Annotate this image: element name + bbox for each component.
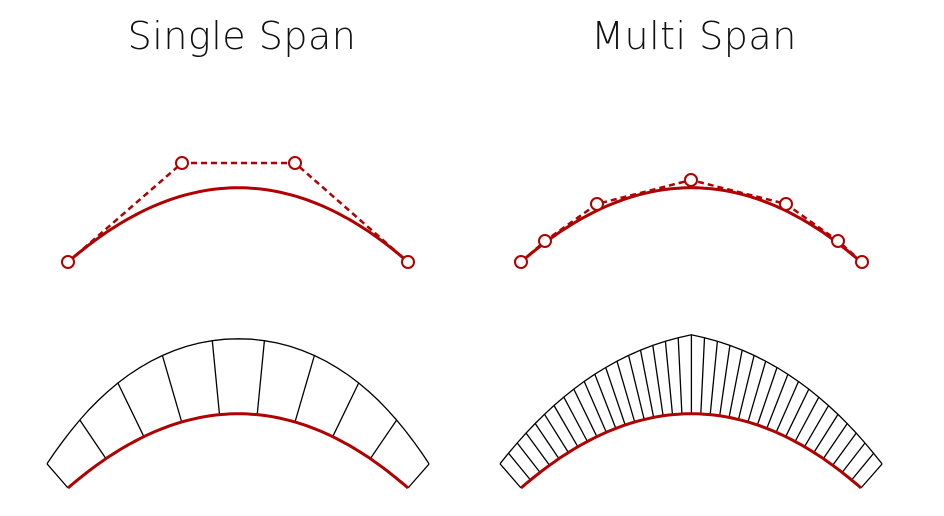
segment-divider (79, 419, 107, 460)
segment-divider (563, 396, 588, 442)
segment-divider (211, 340, 221, 415)
control-point (831, 234, 845, 248)
segment-divider (766, 374, 789, 429)
segment-divider (605, 367, 626, 426)
control-point (175, 156, 189, 170)
segment-divider (813, 414, 839, 453)
single-span-title: Single Span (127, 14, 357, 58)
segment-divider (664, 341, 674, 415)
control-point (61, 255, 75, 269)
segment-divider (499, 463, 522, 489)
segment-divider (700, 337, 706, 415)
segment-divider (709, 341, 719, 415)
outer-edge (46, 338, 430, 465)
segment-divider (616, 361, 636, 423)
segment-divider (161, 355, 183, 423)
control-point (401, 255, 415, 269)
segment-divider (627, 355, 645, 420)
segment-divider (728, 349, 743, 418)
control-point (779, 197, 793, 211)
segment-divider (594, 373, 617, 429)
segment-divider (256, 340, 266, 415)
segment-divider (294, 355, 316, 423)
segment-divider (747, 361, 767, 423)
segment-divider (534, 423, 560, 460)
segment-divider (583, 381, 607, 433)
segment-divider (407, 463, 430, 489)
segment-divider (117, 382, 145, 437)
segment-divider (803, 405, 830, 448)
segment-divider (516, 442, 541, 473)
control-point (538, 234, 552, 248)
control-point (590, 197, 604, 211)
segment-divider (794, 396, 820, 442)
control-polygon (67, 161, 409, 263)
segment-divider (737, 355, 755, 420)
curve (520, 186, 862, 264)
segment-divider (553, 405, 579, 448)
multi-span-title: Multi Span (591, 14, 797, 58)
base-curve (67, 412, 409, 490)
control-point (288, 156, 302, 170)
segment-divider (652, 345, 664, 416)
segment-divider (756, 367, 778, 426)
segment-divider (841, 442, 866, 473)
base-curve (520, 412, 862, 490)
segment-divider (369, 419, 398, 460)
segment-divider (543, 413, 569, 453)
curve (67, 186, 409, 264)
segment-divider (332, 382, 360, 437)
control-polygon (520, 178, 863, 263)
segment-divider (639, 349, 655, 418)
control-point (684, 173, 698, 187)
segment-divider (719, 345, 731, 416)
control-point (855, 255, 869, 269)
segment-divider (46, 463, 69, 489)
segment-divider (785, 388, 810, 437)
segment-divider (832, 432, 857, 466)
segment-divider (677, 337, 683, 415)
segment-divider (822, 423, 848, 460)
control-point (514, 255, 528, 269)
segment-divider (860, 463, 883, 489)
segment-divider (775, 381, 800, 433)
segment-divider (507, 452, 532, 481)
segment-divider (851, 452, 875, 481)
segment-divider (525, 432, 551, 466)
segment-divider (573, 388, 598, 437)
